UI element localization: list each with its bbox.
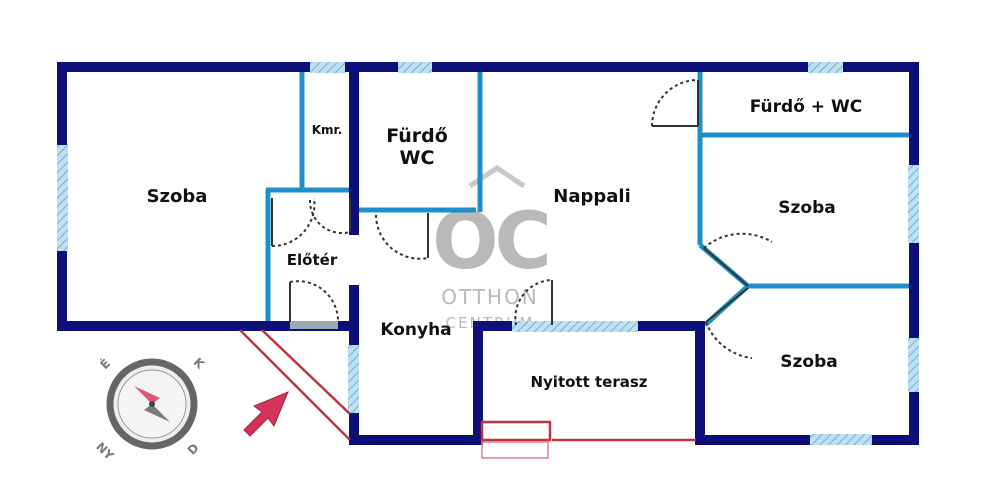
entry-arrow-icon	[243, 391, 289, 437]
watermark-line1: OTTHON	[441, 285, 539, 309]
room-label-furdo-line2: WC	[400, 147, 435, 169]
compass-needle-north	[134, 386, 160, 404]
room-label-eloter: Előtér	[287, 251, 338, 269]
windows	[57, 62, 919, 445]
compass-west-label: NY	[93, 440, 116, 463]
compass-east-label: K	[191, 355, 208, 372]
door-swings	[271, 79, 773, 359]
compass-south-label: D	[185, 441, 202, 458]
room-label-szoba-right-top: Szoba	[778, 198, 835, 218]
room-label-kamra: Kmr.	[312, 123, 343, 137]
terrace-railings	[239, 329, 696, 459]
compass-needle-south	[144, 404, 170, 422]
room-label-furdo-line1: Fürdő	[386, 125, 448, 147]
room-label-terasz: Nyitott terasz	[530, 373, 647, 391]
compass: É K D NY	[93, 355, 207, 463]
room-label-nappali: Nappali	[553, 186, 630, 207]
room-label-furdo-wc-right: Fürdő + WC	[750, 97, 862, 117]
room-labels: Szoba Kmr. Fürdő WC Nappali Fürdő + WC S…	[147, 97, 863, 391]
watermark: OC OTTHON CENTRUM	[432, 164, 552, 332]
room-label-szoba-left: Szoba	[147, 186, 208, 207]
room-label-szoba-right-bottom: Szoba	[780, 352, 837, 372]
compass-north-label: É	[97, 356, 113, 372]
room-label-konyha: Konyha	[380, 320, 451, 340]
